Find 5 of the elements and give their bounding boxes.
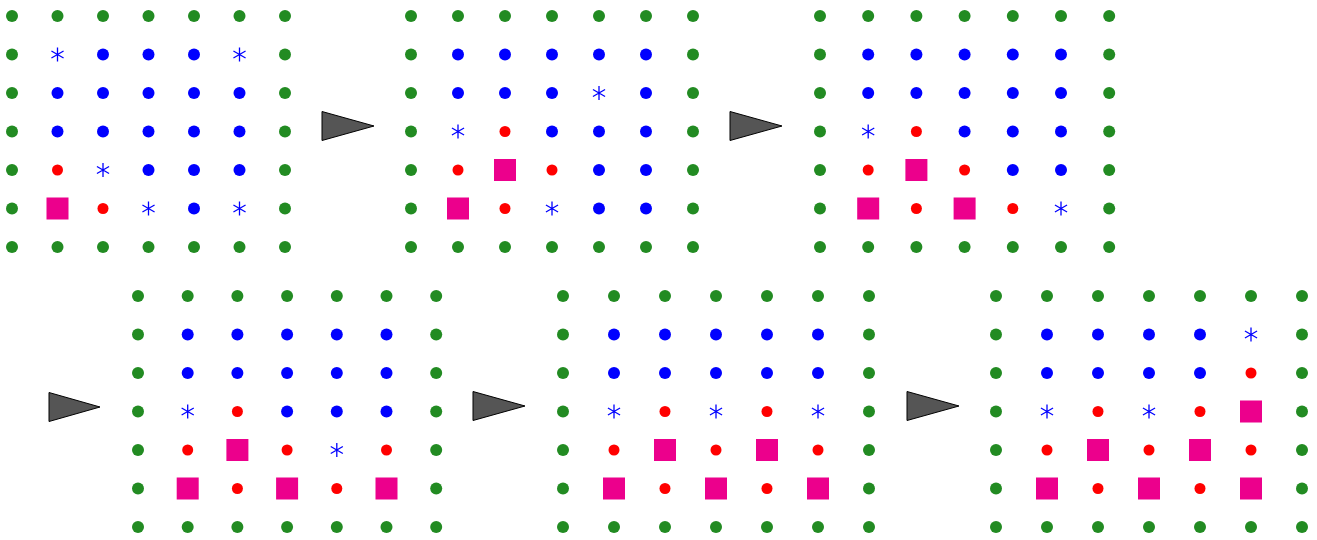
arrow bbox=[48, 392, 101, 422]
arrow bbox=[729, 111, 783, 141]
arrow bbox=[321, 111, 375, 141]
arrow bbox=[472, 391, 526, 421]
arrow bbox=[906, 391, 960, 421]
